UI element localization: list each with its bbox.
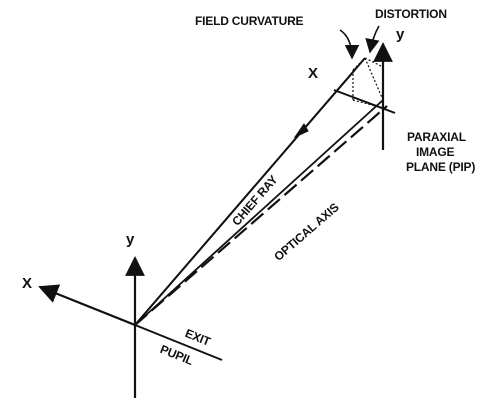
field-curvature-label: FIELD CURVATURE bbox=[195, 14, 304, 28]
exit-pupil-x-axis-label: X bbox=[22, 275, 33, 292]
upper-ray-line bbox=[134, 69, 356, 326]
paraxial-label-line3: PLANE (PIP) bbox=[406, 160, 476, 174]
distortion-pointer bbox=[365, 25, 380, 54]
exit-pupil-plane-line bbox=[134, 324, 223, 361]
distortion-label: DISTORTION bbox=[375, 7, 447, 21]
exit-pupil-y-axis-label: y bbox=[126, 231, 135, 248]
pip-horizontal-line bbox=[333, 89, 396, 114]
dotted-line-4 bbox=[352, 57, 366, 71]
pip-y-axis-label: y bbox=[396, 26, 405, 43]
chief-ray-arrow bbox=[293, 123, 309, 139]
optical-axis-line bbox=[134, 105, 388, 326]
paraxial-label-line2: IMAGE bbox=[416, 145, 455, 159]
pip-x-axis-label: X bbox=[308, 65, 319, 82]
lower-ray-line bbox=[134, 99, 384, 326]
dotted-line-2 bbox=[352, 99, 384, 109]
dotted-line-5 bbox=[364, 57, 384, 101]
paraxial-label-line1: PARAXIAL bbox=[407, 130, 466, 144]
dotted-line-3 bbox=[364, 57, 384, 68]
exit-pupil-x-axis bbox=[38, 284, 136, 327]
field-curvature-pointer bbox=[339, 29, 360, 60]
